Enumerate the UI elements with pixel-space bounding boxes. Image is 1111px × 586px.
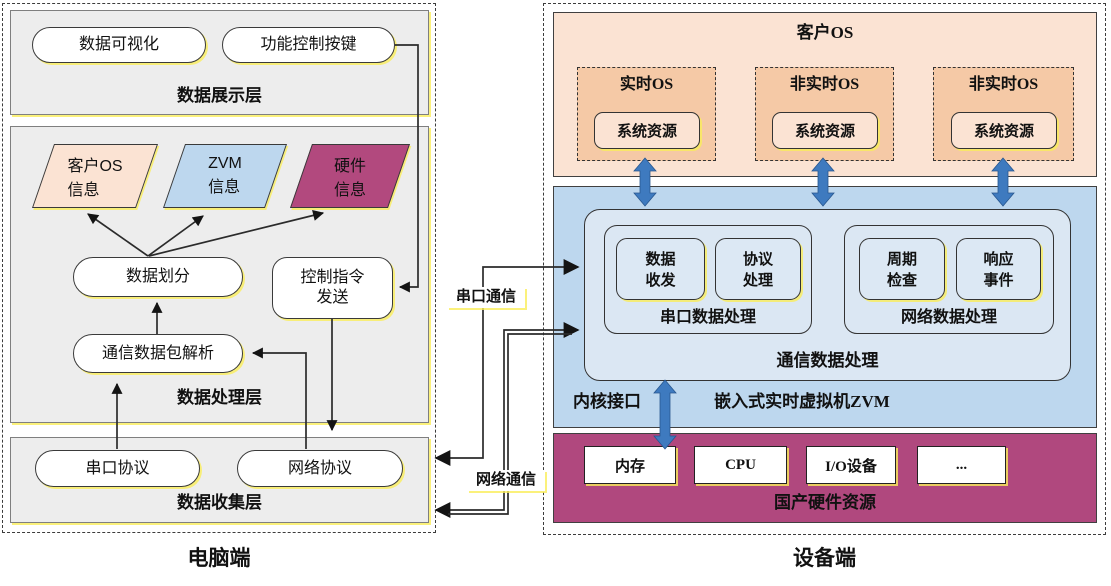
- network-comm-label: 网络通信: [467, 470, 545, 491]
- zvm-title: 嵌入式实时虚拟机ZVM: [714, 392, 890, 412]
- computer-caption: 电脑端: [187, 546, 251, 570]
- comm-process-box: 数据 收发 协议 处理 串口数据处理 周期 检查 响应 事件 网络数据处理 通信…: [584, 209, 1071, 381]
- collect-layer-title: 数据收集层: [177, 493, 262, 513]
- vm-nonrt2-title: 非实时OS: [968, 76, 1039, 93]
- packet-parse-node: 通信数据包解析: [73, 334, 243, 373]
- serial-data-process-title: 串口数据处理: [659, 309, 756, 326]
- function-control-node: 功能控制按键: [222, 27, 395, 63]
- process-layer-title: 数据处理层: [177, 388, 262, 408]
- serial-protocol-label: 串口协议: [85, 459, 150, 477]
- zvm-box: 数据 收发 协议 处理 串口数据处理 周期 检查 响应 事件 网络数据处理 通信…: [553, 186, 1097, 428]
- guest-os-info-node: 客户OS 信息: [31, 144, 159, 208]
- serial-protocol-node: 串口协议: [35, 450, 200, 487]
- network-protocol-label: 网络协议: [287, 459, 352, 477]
- display-layer-title: 数据展示层: [177, 86, 262, 106]
- data-visualization-label: 数据可视化: [78, 36, 159, 53]
- guest-os-box: 客户OS 实时OS 系统资源 非实时OS 系统资源 非实时OS 系统资源: [553, 12, 1097, 177]
- network-data-process-box: 周期 检查 响应 事件 网络数据处理: [844, 225, 1054, 334]
- serial-comm-label: 串口通信: [447, 287, 525, 308]
- network-data-process-title: 网络数据处理: [900, 309, 997, 326]
- control-cmd-send-node: 控制指令 发送: [272, 257, 393, 319]
- hardware-box: 内存 CPU I/O设备 ... 国产硬件资源: [553, 433, 1097, 523]
- data-txrx-node: 数据 收发: [616, 238, 705, 300]
- cpu-node: CPU: [694, 446, 787, 484]
- vm-nonrt1-box: 非实时OS 系统资源: [755, 67, 894, 161]
- vm-rtos-title: 实时OS: [619, 76, 674, 93]
- io-device-node: I/O设备: [806, 446, 896, 484]
- vm-nonrt1-resource: 系统资源: [772, 112, 878, 149]
- more-hw-node: ...: [917, 446, 1006, 484]
- hardware-title: 国产硬件资源: [774, 493, 876, 513]
- memory-node: 内存: [584, 446, 676, 484]
- network-protocol-node: 网络协议: [237, 450, 403, 487]
- serial-data-process-box: 数据 收发 协议 处理 串口数据处理: [604, 225, 812, 334]
- vm-nonrt2-box: 非实时OS 系统资源: [933, 67, 1074, 161]
- protocol-handle-node: 协议 处理: [715, 238, 801, 300]
- guest-os-title: 客户OS: [796, 23, 854, 43]
- comm-process-title: 通信数据处理: [776, 351, 879, 371]
- data-visualization-node: 数据可视化: [32, 27, 206, 63]
- vm-rtos-box: 实时OS 系统资源: [577, 67, 716, 161]
- data-partition-node: 数据划分: [73, 257, 243, 297]
- hardware-info-node: 硬件 信息: [289, 144, 411, 208]
- data-partition-label: 数据划分: [125, 268, 190, 285]
- vm-rtos-resource: 系统资源: [594, 112, 700, 149]
- zvm-info-label: ZVM 信息: [208, 155, 242, 196]
- packet-parse-label: 通信数据包解析: [101, 344, 214, 362]
- vm-nonrt2-resource: 系统资源: [951, 112, 1057, 149]
- device-caption: 设备端: [793, 546, 856, 570]
- kernel-interface-label: 内核接口: [573, 392, 641, 412]
- function-control-label: 功能控制按键: [260, 36, 357, 53]
- guest-os-info-label: 客户OS 信息: [67, 158, 123, 199]
- periodic-check-node: 周期 检查: [859, 238, 945, 300]
- zvm-info-node: ZVM 信息: [162, 144, 288, 208]
- event-response-node: 响应 事件: [956, 238, 1041, 300]
- hardware-info-label: 硬件 信息: [333, 158, 366, 199]
- vm-nonrt1-title: 非实时OS: [789, 76, 860, 93]
